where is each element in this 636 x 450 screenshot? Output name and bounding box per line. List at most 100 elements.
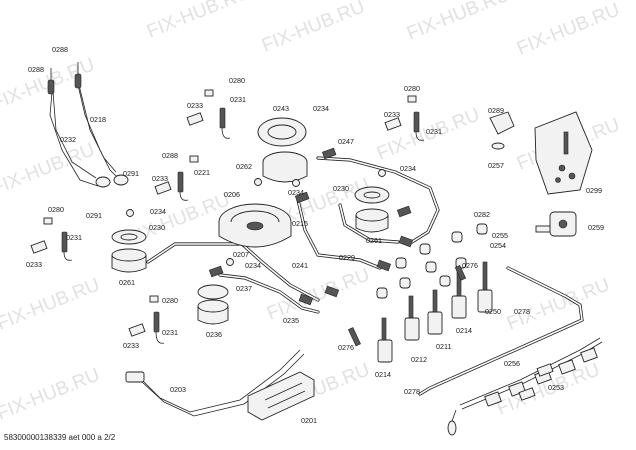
thermocouple-0276-a bbox=[454, 264, 467, 281]
clip-0280-d bbox=[407, 95, 417, 103]
connector-0291-b bbox=[113, 174, 129, 186]
electrode-clips bbox=[30, 89, 425, 344]
part-label: 0221 bbox=[194, 168, 210, 177]
clip-0233-e bbox=[384, 117, 402, 131]
parts-bag-0299 bbox=[534, 111, 593, 195]
part-label: 0280 bbox=[229, 76, 245, 85]
part-label: 0262 bbox=[236, 162, 252, 171]
part-label: 0218 bbox=[90, 115, 106, 124]
valve-0211 bbox=[427, 311, 443, 335]
part-label: 0212 bbox=[411, 355, 427, 364]
part-label: 0233 bbox=[384, 110, 400, 119]
part-label: 0201 bbox=[301, 416, 317, 425]
clip-0233-a bbox=[186, 112, 204, 126]
part-label: 0276 bbox=[338, 343, 354, 352]
clip-0288-c bbox=[189, 155, 199, 163]
watermark-text: FIX-HUB.RU bbox=[144, 0, 253, 43]
part-label: 0229 bbox=[339, 253, 355, 262]
part-label: 0214 bbox=[375, 370, 391, 379]
part-label: 0230 bbox=[333, 184, 349, 193]
ring-0257 bbox=[491, 142, 505, 150]
part-label: 0232 bbox=[60, 135, 76, 144]
watermark-text: FIX-HUB.RU bbox=[0, 274, 103, 334]
part-label: 0234 bbox=[313, 104, 329, 113]
electrode-0221 bbox=[177, 171, 184, 193]
thermocouple-0276-b bbox=[347, 327, 361, 347]
part-label: 0259 bbox=[588, 223, 604, 232]
part-label: 0255 bbox=[492, 231, 508, 240]
part-label: 0261 bbox=[119, 278, 135, 287]
part-label: 0235 bbox=[283, 316, 299, 325]
connector-0291-a bbox=[95, 176, 111, 188]
part-label: 0231 bbox=[66, 233, 82, 242]
part-label: 0211 bbox=[436, 342, 451, 351]
electrode-0231-a bbox=[219, 107, 226, 129]
part-label: 0250 bbox=[485, 307, 501, 316]
part-labels: 0288 0288 0280 0231 0233 0218 0232 0291 … bbox=[26, 45, 604, 425]
ignition-module-0201 bbox=[247, 371, 315, 421]
clip-0233-d bbox=[128, 323, 146, 337]
part-label: 0234 bbox=[150, 207, 166, 216]
part-label: 0231 bbox=[426, 127, 442, 136]
clip-0233-c bbox=[154, 181, 172, 195]
part-label: 0256 bbox=[504, 359, 520, 368]
gas-valves bbox=[347, 111, 593, 363]
part-label: 0278 bbox=[514, 307, 530, 316]
part-label: 0253 bbox=[548, 383, 564, 392]
part-label: 0215 bbox=[292, 219, 308, 228]
watermark-text: FIX-HUB.RU bbox=[514, 0, 623, 60]
electrode-0231-c bbox=[153, 311, 160, 333]
part-label: 0207 bbox=[233, 250, 249, 259]
clip-0280-a bbox=[204, 89, 214, 97]
part-label: 0261 bbox=[366, 236, 382, 245]
gas-pipes bbox=[146, 156, 584, 396]
part-label: 0288 bbox=[162, 151, 178, 160]
electrode-0288-b bbox=[74, 73, 82, 89]
part-label: 0254 bbox=[490, 241, 506, 250]
burner-cap-0237 bbox=[197, 284, 229, 300]
part-label: 0247 bbox=[338, 137, 354, 146]
watermark-text: FIX-HUB.RU bbox=[259, 0, 368, 57]
part-label: 0233 bbox=[123, 341, 139, 350]
part-label: 0233 bbox=[152, 174, 168, 183]
connector-0253 bbox=[518, 387, 536, 401]
watermark-text: FIX-HUB.RU bbox=[264, 264, 373, 324]
part-label: 0206 bbox=[224, 190, 240, 199]
part-label: 0280 bbox=[48, 205, 64, 214]
part-label: 0234 bbox=[400, 164, 416, 173]
part-label: 0282 bbox=[474, 210, 490, 219]
burners bbox=[111, 117, 390, 325]
part-label: 0233 bbox=[26, 260, 42, 269]
part-label: 0288 bbox=[28, 65, 44, 74]
part-label: 0241 bbox=[292, 261, 308, 270]
connector-0203 bbox=[125, 371, 145, 383]
cap-0282-b bbox=[476, 223, 488, 235]
watermark-text: FIX-HUB.RU bbox=[504, 274, 613, 334]
part-label: 0231 bbox=[230, 95, 246, 104]
part-label: 0276 bbox=[462, 261, 478, 270]
wiring-harness bbox=[125, 337, 603, 436]
part-label: 0233 bbox=[187, 101, 203, 110]
valve-0214-a bbox=[451, 295, 467, 319]
part-label: 0291 bbox=[123, 169, 139, 178]
clip-0280-c bbox=[149, 295, 159, 303]
part-label: 0291 bbox=[86, 211, 102, 220]
part-label: 0288 bbox=[52, 45, 68, 54]
part-label: 0289 bbox=[488, 106, 504, 115]
electrode-0231-b bbox=[61, 231, 68, 253]
part-label: 0237 bbox=[236, 284, 252, 293]
part-label: 0214 bbox=[456, 326, 472, 335]
part-label: 0236 bbox=[206, 330, 222, 339]
drawing-number: 58300000138339 aet 000 a 2/2 bbox=[4, 433, 116, 442]
plug-0278 bbox=[447, 420, 457, 436]
part-label: 0299 bbox=[586, 186, 602, 195]
part-label: 0234 bbox=[245, 261, 261, 270]
clip-0233-b bbox=[30, 240, 48, 254]
part-label: 0203 bbox=[170, 385, 186, 394]
part-label: 0234 bbox=[288, 188, 304, 197]
valve-0214-b bbox=[377, 339, 393, 363]
part-label: 0280 bbox=[162, 296, 178, 305]
watermark-text: FIX-HUB.RU bbox=[0, 364, 103, 424]
